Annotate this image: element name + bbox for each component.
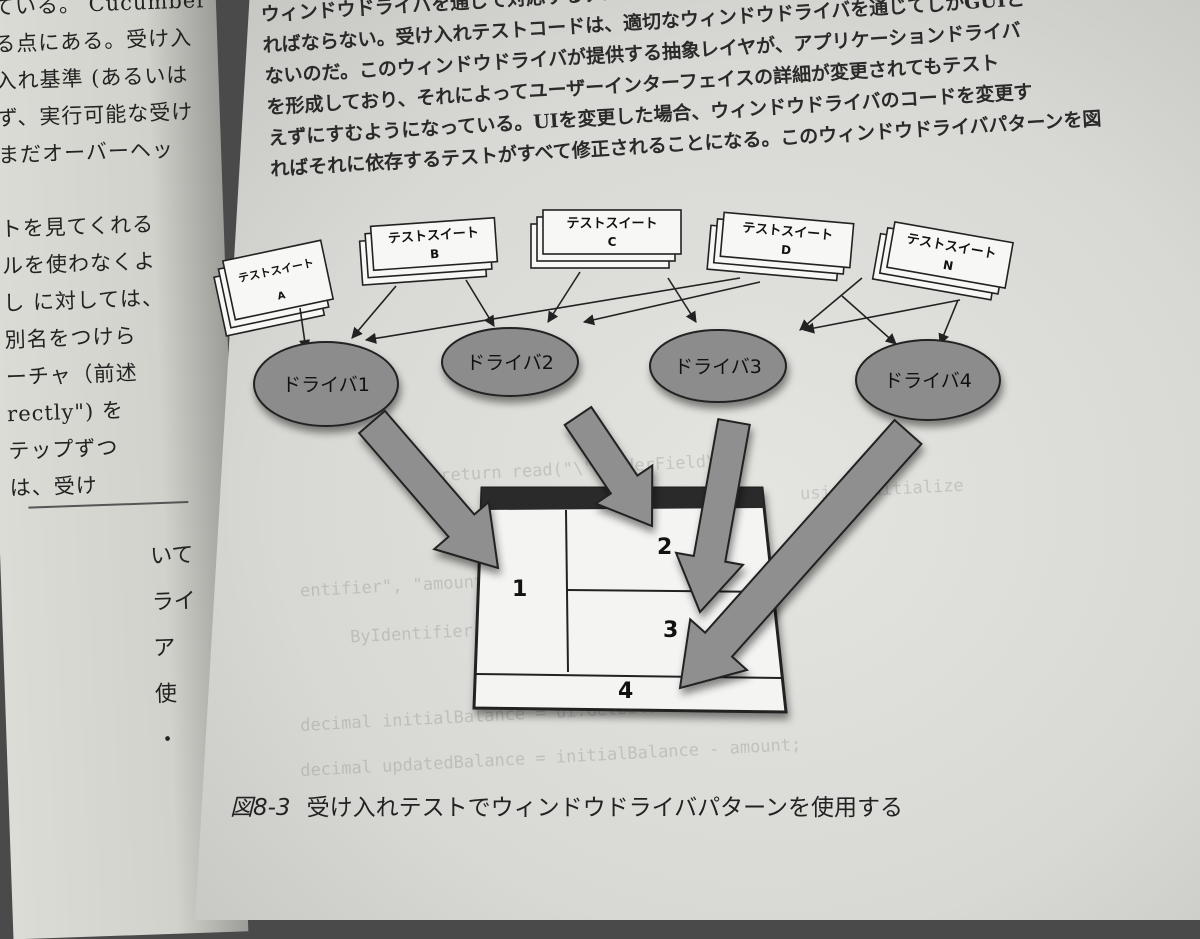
driver-1: ドライバ1 xyxy=(253,341,399,427)
ui-region-label-1: 1 xyxy=(512,577,527,602)
right-page xyxy=(195,0,1200,920)
driver-ellipse xyxy=(649,329,787,403)
driver-to-ui-arrow xyxy=(678,418,923,690)
dependency-arrow xyxy=(802,299,961,334)
suite-sheet xyxy=(221,239,335,321)
figure-number: 図8-3 xyxy=(230,795,291,821)
driver-label: ドライバ4 xyxy=(884,370,972,392)
test-suite-c: テストスイート C xyxy=(530,209,682,269)
driver-to-ui-arrow xyxy=(563,405,654,528)
suite-sheet xyxy=(369,216,499,272)
ui-region-label-3: 3 xyxy=(663,618,678,643)
driver-label: ドライバ1 xyxy=(282,374,370,396)
driver-ellipse xyxy=(855,339,1001,421)
suite-sheet xyxy=(542,209,682,255)
driver-2: ドライバ2 xyxy=(441,327,579,397)
suite-id: D xyxy=(781,243,792,258)
suite-sheet xyxy=(885,221,1015,289)
dependency-arrow xyxy=(547,271,581,323)
dependency-arrow xyxy=(465,279,495,327)
driver-to-ui-arrow xyxy=(674,418,751,614)
driver-ellipse xyxy=(253,341,399,427)
figure-title: 受け入れテストでウィンドウドライバパターンを使用する xyxy=(306,795,903,821)
dependency-arrow xyxy=(351,285,397,339)
suite-id: B xyxy=(430,247,440,262)
dependency-arrow xyxy=(582,281,761,326)
ui-region-label-2: 2 xyxy=(657,535,672,560)
driver-4: ドライバ4 xyxy=(855,339,1001,421)
suite-id: A xyxy=(277,290,287,302)
dependency-arrow xyxy=(841,295,897,345)
dependency-arrow xyxy=(799,277,863,331)
suite-id: N xyxy=(942,258,954,274)
suite-sheet xyxy=(719,211,855,269)
driver-ellipse xyxy=(441,327,579,397)
suite-title: テストスイート xyxy=(388,225,480,246)
driver-label: ドライバ2 xyxy=(466,352,554,374)
dependency-arrow xyxy=(667,277,697,323)
suite-id: C xyxy=(608,235,617,249)
driver-to-ui-arrow xyxy=(357,409,500,570)
drivers: ドライバ1 ドライバ2 ドライバ3 ドライバ4 xyxy=(253,327,1001,427)
dependency-arrow xyxy=(938,299,959,346)
figure-caption: 図8-3 受け入れテストでウィンドウドライバパターンを使用する xyxy=(230,788,903,822)
driver-ui-arrows xyxy=(357,405,923,690)
driver-3: ドライバ3 xyxy=(649,329,787,403)
suite-title: テストスイート xyxy=(566,217,657,232)
suite-driver-arrows xyxy=(299,271,961,352)
driver-label: ドライバ3 xyxy=(674,356,762,378)
ui-region-label-4: 4 xyxy=(618,679,633,704)
dependency-arrow xyxy=(364,277,741,344)
